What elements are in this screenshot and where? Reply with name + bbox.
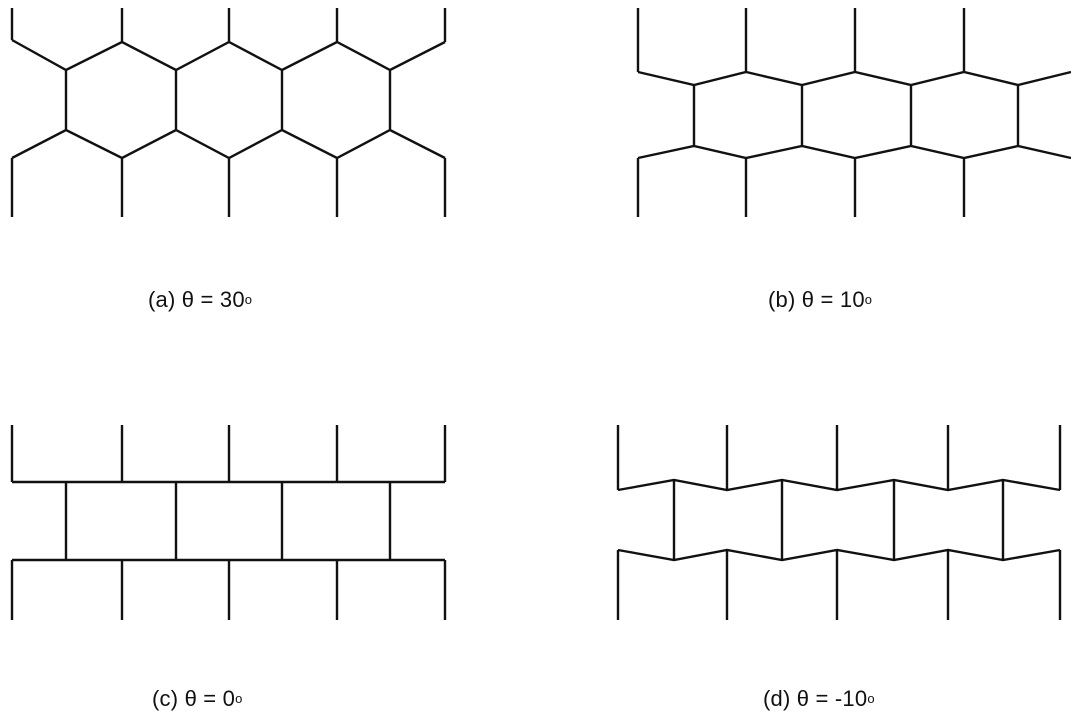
honeycomb-diagram-theta-minus-10	[616, 425, 1062, 620]
honeycomb-diagram-theta-0	[10, 425, 447, 620]
caption-b-text: (b) θ = 10	[768, 287, 865, 312]
caption-d-text: (d) θ = -10	[763, 686, 868, 711]
honeycomb-cells-a	[10, 8, 447, 217]
caption-b-degree-mark: o	[864, 292, 873, 307]
caption-c-text: (c) θ = 0	[152, 686, 236, 711]
caption-c-degree-mark: o	[235, 691, 243, 706]
honeycomb-diagram-theta-30	[10, 8, 447, 217]
honeycomb-diagram-theta-10	[636, 8, 1071, 217]
caption-a-text: (a) θ = 30	[148, 287, 245, 312]
honeycomb-cells-c	[10, 425, 447, 620]
caption-a: (a) θ = 30o	[148, 287, 252, 313]
caption-a-degree-mark: o	[244, 292, 253, 307]
caption-c: (c) θ = 0o	[152, 686, 243, 712]
caption-d: (d) θ = -10o	[763, 686, 875, 712]
caption-b: (b) θ = 10o	[768, 287, 872, 313]
caption-d-degree-mark: o	[867, 691, 875, 706]
honeycomb-cells-d	[616, 425, 1062, 620]
honeycomb-cells-b	[636, 8, 1071, 217]
